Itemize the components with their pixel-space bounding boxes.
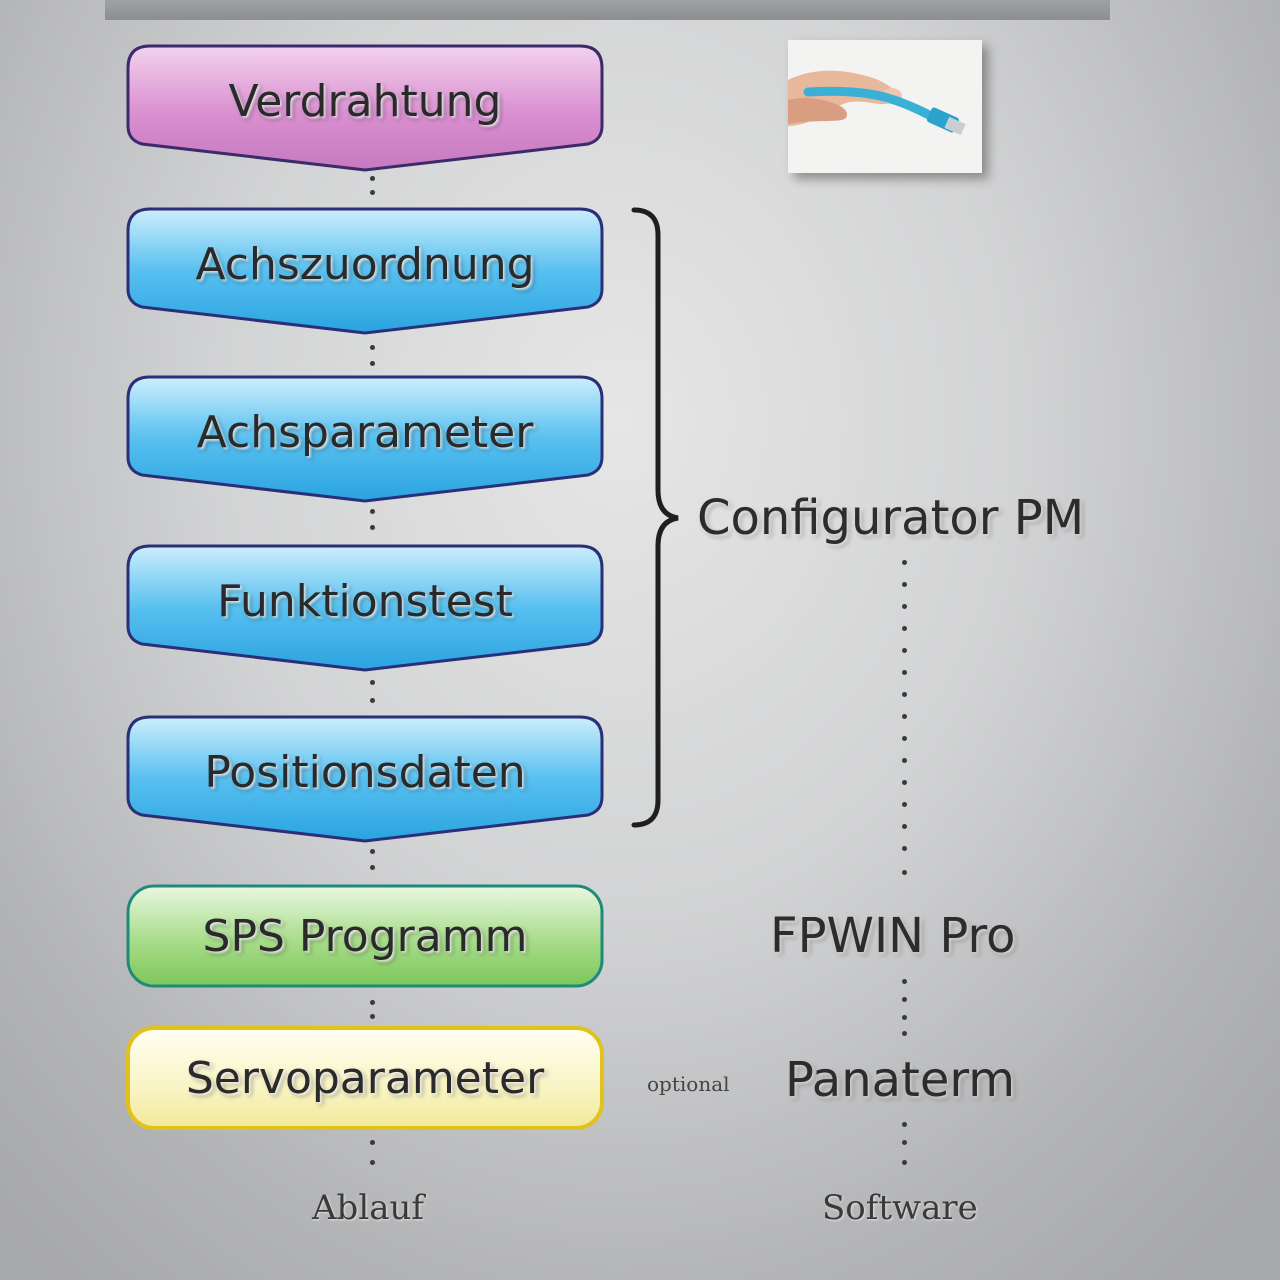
connector-dots bbox=[370, 1130, 376, 1170]
software-panaterm: Panaterm bbox=[785, 1052, 1015, 1108]
connector-dots bbox=[370, 672, 376, 712]
step-label: Positionsdaten bbox=[204, 747, 525, 798]
step-label: Achsparameter bbox=[197, 407, 534, 458]
step-label: SPS Programm bbox=[203, 911, 528, 962]
software-connector-dots bbox=[902, 975, 908, 1035]
top-banner-bar bbox=[105, 0, 1110, 20]
step-servoparameter: Servoparameter bbox=[126, 1026, 604, 1130]
footer-ablauf: Ablauf bbox=[312, 1188, 424, 1228]
step-funktionstest: Funktionstest bbox=[126, 544, 604, 672]
footer-software: Software bbox=[822, 1188, 978, 1228]
step-sps-programm: SPS Programm bbox=[126, 884, 604, 988]
step-label: Servoparameter bbox=[186, 1053, 544, 1104]
step-label: Funktionstest bbox=[217, 576, 513, 627]
usb-cable-photo bbox=[788, 40, 982, 173]
connector-dots bbox=[370, 335, 376, 375]
step-verdrahtung: Verdrahtung bbox=[126, 44, 604, 172]
optional-label: optional bbox=[647, 1072, 730, 1096]
software-configurator-pm: Configurator PM bbox=[697, 490, 1084, 546]
step-achszuordnung: Achszuordnung bbox=[126, 207, 604, 335]
step-positionsdaten: Positionsdaten bbox=[126, 715, 604, 843]
software-connector-dots bbox=[902, 560, 908, 880]
connector-dots bbox=[370, 172, 376, 202]
connector-dots bbox=[370, 988, 376, 1026]
connector-dots bbox=[370, 503, 376, 543]
software-fpwin-pro: FPWIN Pro bbox=[770, 908, 1015, 964]
software-connector-dots bbox=[902, 1118, 908, 1168]
step-achsparameter: Achsparameter bbox=[126, 375, 604, 503]
curly-brace bbox=[630, 205, 690, 835]
connector-dots bbox=[370, 843, 376, 883]
step-label: Verdrahtung bbox=[229, 76, 502, 127]
step-label: Achszuordnung bbox=[195, 239, 534, 290]
